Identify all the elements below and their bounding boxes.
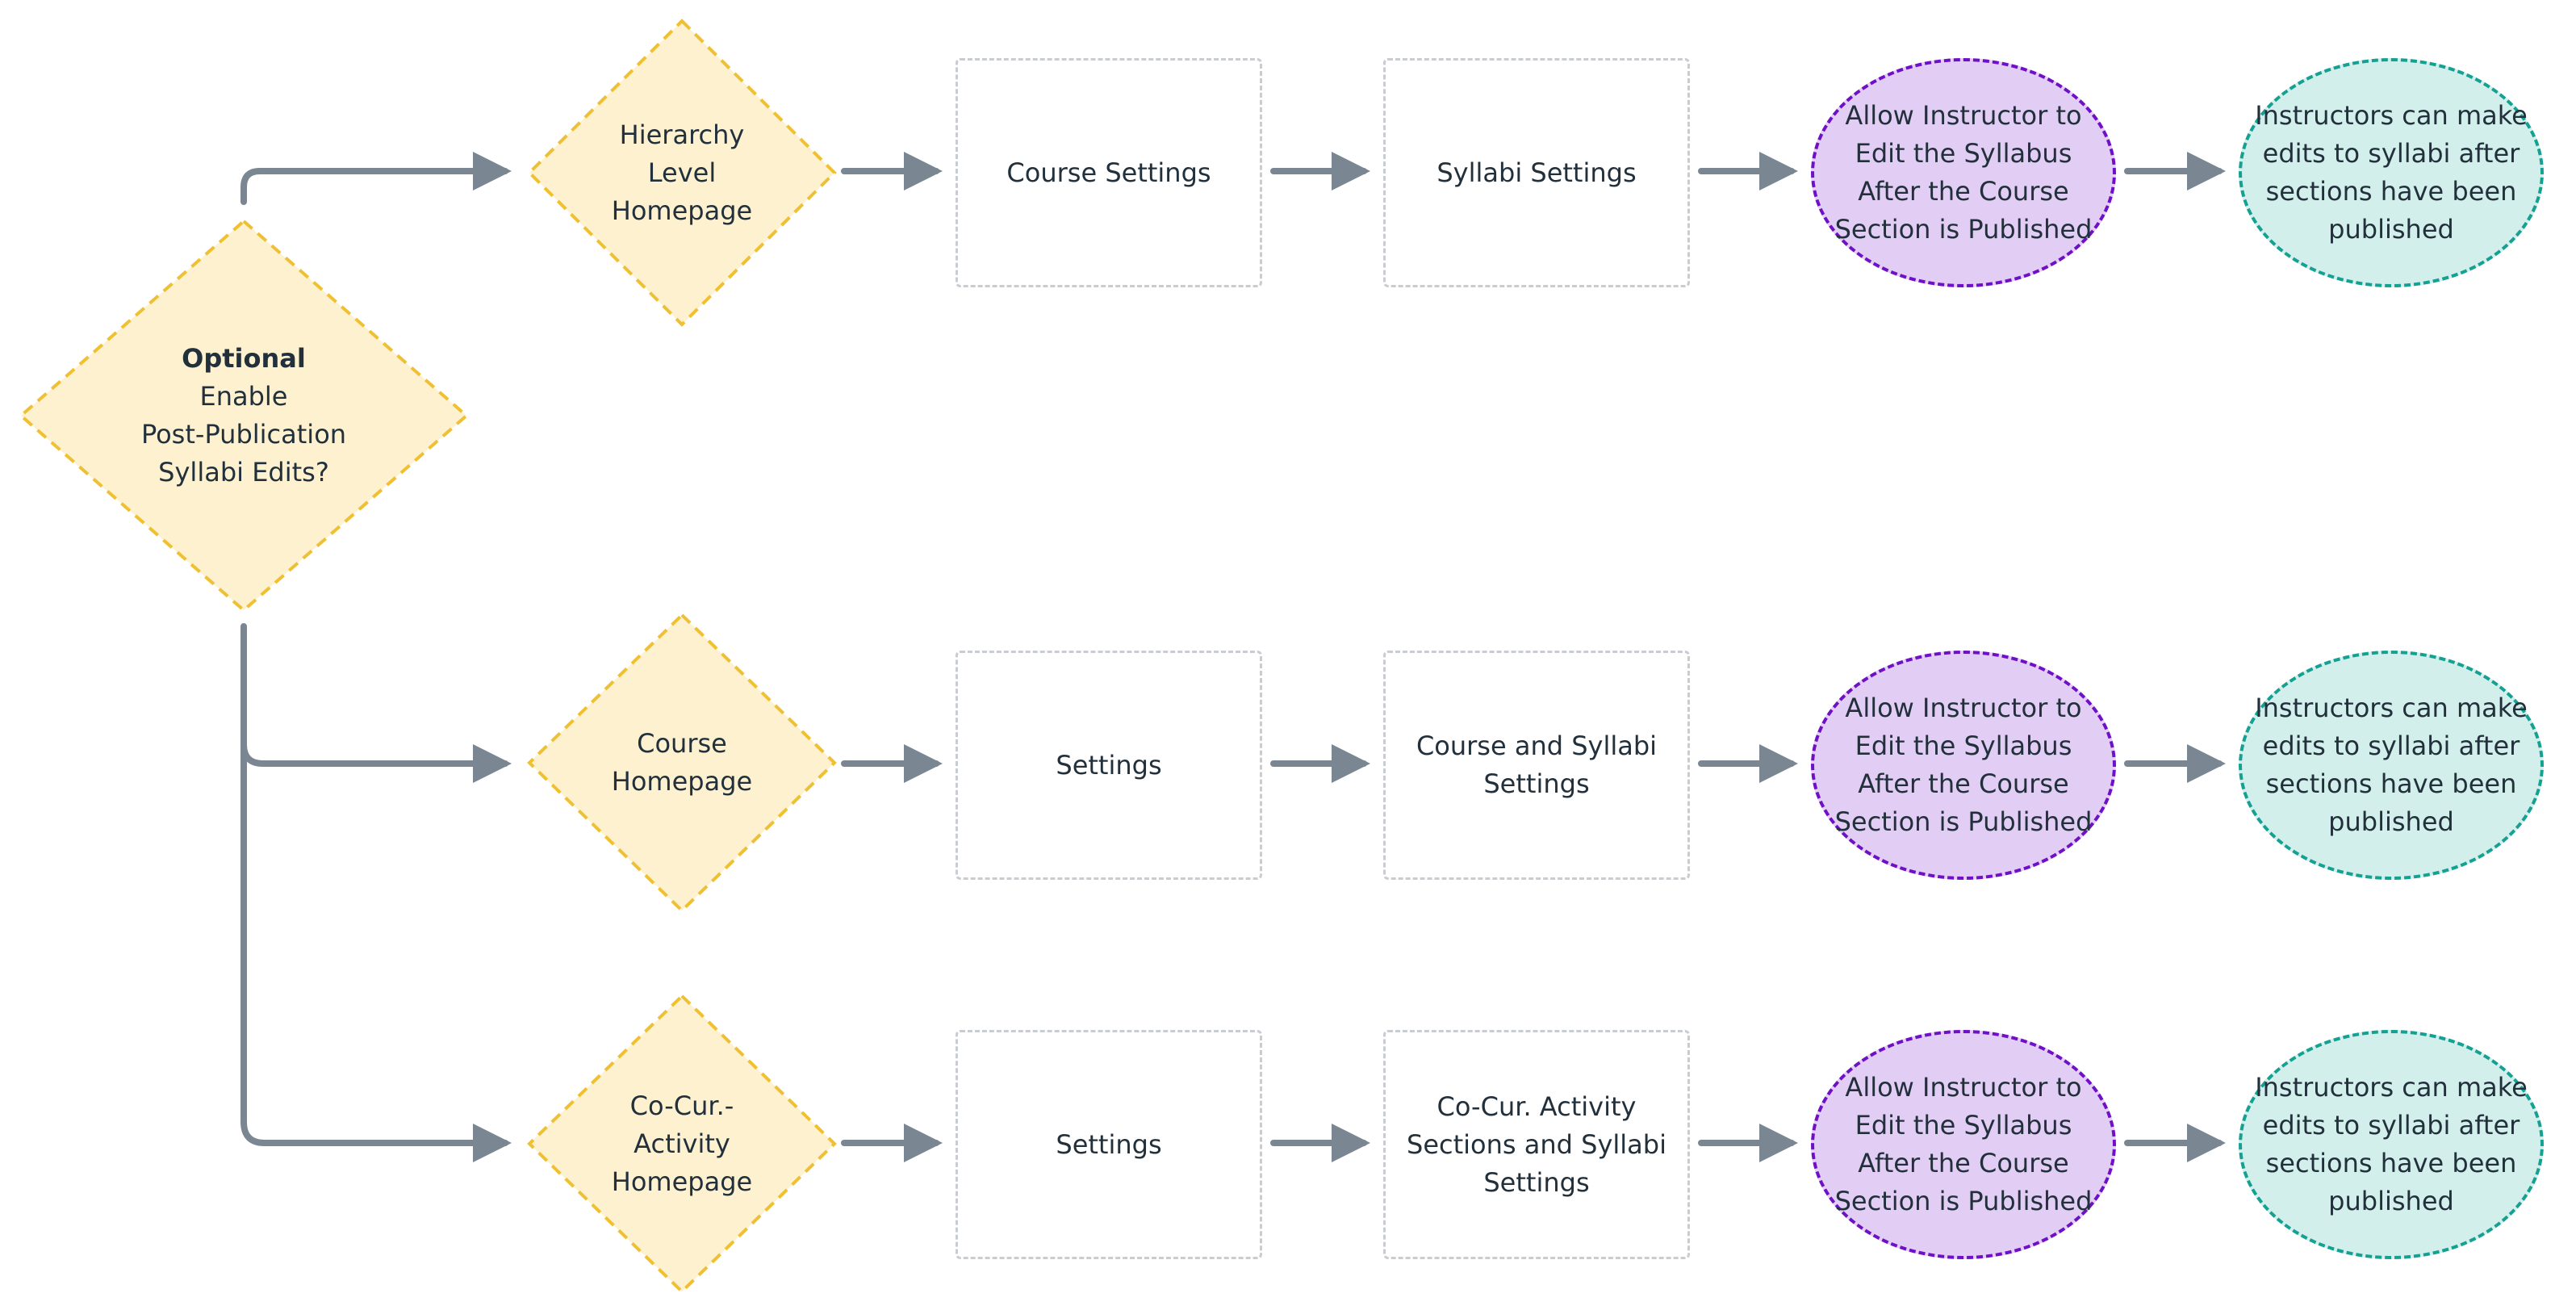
row2-step2-text: Course and Syllabi Settings xyxy=(1416,727,1657,803)
branch-arrow-row1 xyxy=(240,152,512,205)
row3-start-diamond: Co-Cur.- Activity Homepage xyxy=(526,993,838,1295)
row2-step1-line: Settings xyxy=(1056,749,1162,781)
row2-result-oval: Instructors can make edits to syllabi af… xyxy=(2239,651,2544,880)
row1-step2-box: Syllabi Settings xyxy=(1383,58,1690,287)
decision-line: Syllabi Edits? xyxy=(158,457,329,488)
row2-option-line: Section is Published xyxy=(1834,806,2093,837)
row2-start-line: Course xyxy=(637,728,727,759)
decision-line: Enable xyxy=(199,381,288,412)
row3-step2-box: Co-Cur. Activity Sections and Syllabi Se… xyxy=(1383,1030,1690,1259)
decision-text: Optional Enable Post-Publication Syllabi… xyxy=(141,340,346,492)
row2-result-line: Instructors can make xyxy=(2255,693,2528,723)
branch-arrow-row2 xyxy=(240,623,512,783)
row2-option-line: Allow Instructor to xyxy=(1845,693,2082,723)
row2-start-text: Course Homepage xyxy=(612,725,752,801)
row3-step1-line: Settings xyxy=(1056,1128,1162,1160)
row3-option-line: After the Course xyxy=(1858,1148,2069,1178)
row3-step2-text: Co-Cur. Activity Sections and Syllabi Se… xyxy=(1407,1088,1666,1202)
decision-diamond: Optional Enable Post-Publication Syllabi… xyxy=(18,218,470,613)
row1-result-line: edits to syllabi after xyxy=(2262,138,2520,169)
row1-step1-line: Course Settings xyxy=(1006,157,1211,188)
row3-step2-line: Settings xyxy=(1483,1166,1590,1198)
row1-step2-text: Syllabi Settings xyxy=(1436,154,1636,192)
row2-option-oval: Allow Instructor to Edit the Syllabus Af… xyxy=(1811,651,2116,880)
row2-start-diamond: Course Homepage xyxy=(526,612,838,914)
row3-result-oval: Instructors can make edits to syllabi af… xyxy=(2239,1030,2544,1259)
row2-step2-line: Course and Syllabi xyxy=(1416,730,1658,761)
row3-step2-line: Co-Cur. Activity xyxy=(1436,1090,1637,1122)
row1-option-line: Section is Published xyxy=(1834,214,2093,245)
row3-start-line: Homepage xyxy=(611,1166,753,1197)
row1-result-line: Instructors can make xyxy=(2255,100,2528,131)
row3-option-text: Allow Instructor to Edit the Syllabus Af… xyxy=(1835,1069,2093,1220)
row2-step2-box: Course and Syllabi Settings xyxy=(1383,651,1690,880)
row2-start-line: Homepage xyxy=(611,766,753,797)
row1-start-line: Homepage xyxy=(611,195,753,226)
row3-step2-line: Sections and Syllabi xyxy=(1407,1128,1666,1160)
row3-option-oval: Allow Instructor to Edit the Syllabus Af… xyxy=(1811,1030,2116,1259)
row1-step1-text: Course Settings xyxy=(1006,154,1211,192)
row1-start-line: Level xyxy=(647,157,717,188)
row1-option-line: Edit the Syllabus xyxy=(1855,138,2072,169)
row3-result-text: Instructors can make edits to syllabi af… xyxy=(2255,1069,2528,1220)
row1-start-diamond-shape xyxy=(527,19,837,327)
row3-start-line: Co-Cur.- xyxy=(629,1090,734,1121)
row1-start-diamond: Hierarchy Level Homepage xyxy=(526,18,838,328)
row3-step1-text: Settings xyxy=(1056,1126,1161,1164)
row2-option-text: Allow Instructor to Edit the Syllabus Af… xyxy=(1835,689,2093,841)
row2-result-line: edits to syllabi after xyxy=(2262,730,2520,761)
row3-result-line: Instructors can make xyxy=(2255,1072,2528,1103)
row1-result-text: Instructors can make edits to syllabi af… xyxy=(2255,97,2528,249)
row3-result-line: published xyxy=(2328,1186,2454,1216)
row2-step1-text: Settings xyxy=(1056,747,1161,785)
decision-line: Post-Publication xyxy=(140,419,347,450)
row3-start-line: Activity xyxy=(634,1128,730,1159)
row1-result-line: published xyxy=(2328,214,2454,245)
row2-result-line: published xyxy=(2328,806,2454,837)
row1-step2-line: Syllabi Settings xyxy=(1436,157,1637,188)
row1-option-line: Allow Instructor to xyxy=(1845,100,2082,131)
row3-option-line: Allow Instructor to xyxy=(1845,1072,2082,1103)
decision-diamond-shape xyxy=(18,219,470,613)
decision-bold: Optional xyxy=(182,343,306,374)
row1-step1-box: Course Settings xyxy=(956,58,1262,287)
row2-start-diamond-shape xyxy=(527,613,837,913)
branch-arrow-row3 xyxy=(240,741,512,1162)
row3-step1-box: Settings xyxy=(956,1030,1262,1259)
row3-option-line: Edit the Syllabus xyxy=(1855,1110,2072,1141)
row1-option-oval: Allow Instructor to Edit the Syllabus Af… xyxy=(1811,58,2116,287)
row2-option-line: Edit the Syllabus xyxy=(1855,730,2072,761)
row3-start-diamond-shape xyxy=(527,994,837,1294)
row1-start-line: Hierarchy xyxy=(619,119,745,150)
row3-start-text: Co-Cur.- Activity Homepage xyxy=(612,1087,752,1201)
row1-result-line: sections have been xyxy=(2265,176,2517,207)
row3-option-line: Section is Published xyxy=(1834,1186,2093,1216)
row1-start-text: Hierarchy Level Homepage xyxy=(612,116,752,230)
row2-result-line: sections have been xyxy=(2265,768,2517,799)
row2-step2-line: Settings xyxy=(1483,768,1590,799)
row3-result-line: sections have been xyxy=(2265,1148,2517,1178)
row1-option-line: After the Course xyxy=(1858,176,2069,207)
row2-option-line: After the Course xyxy=(1858,768,2069,799)
row1-option-text: Allow Instructor to Edit the Syllabus Af… xyxy=(1835,97,2093,249)
row2-step1-box: Settings xyxy=(956,651,1262,880)
row3-result-line: edits to syllabi after xyxy=(2262,1110,2520,1141)
row2-result-text: Instructors can make edits to syllabi af… xyxy=(2255,689,2528,841)
row1-result-oval: Instructors can make edits to syllabi af… xyxy=(2239,58,2544,287)
